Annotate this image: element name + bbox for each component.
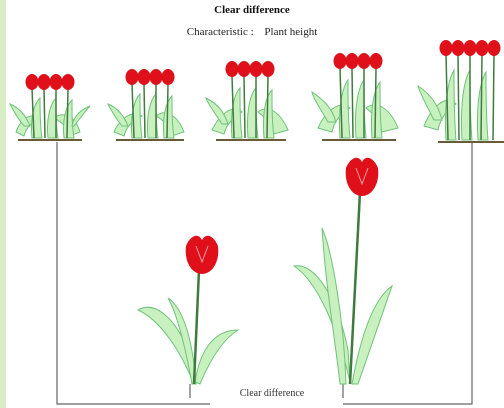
- top-plant-groups: [10, 40, 504, 142]
- plant-group-4: [312, 53, 398, 140]
- plant-group-2: [108, 69, 184, 140]
- short-tulip: [138, 236, 238, 384]
- plant-group-3: [206, 61, 288, 140]
- plant-group-1: [10, 74, 90, 140]
- tall-tulip: [294, 158, 392, 384]
- connector-lines: [57, 142, 472, 404]
- clear-difference-caption: Clear difference: [212, 388, 332, 399]
- plant-group-5: [418, 40, 504, 142]
